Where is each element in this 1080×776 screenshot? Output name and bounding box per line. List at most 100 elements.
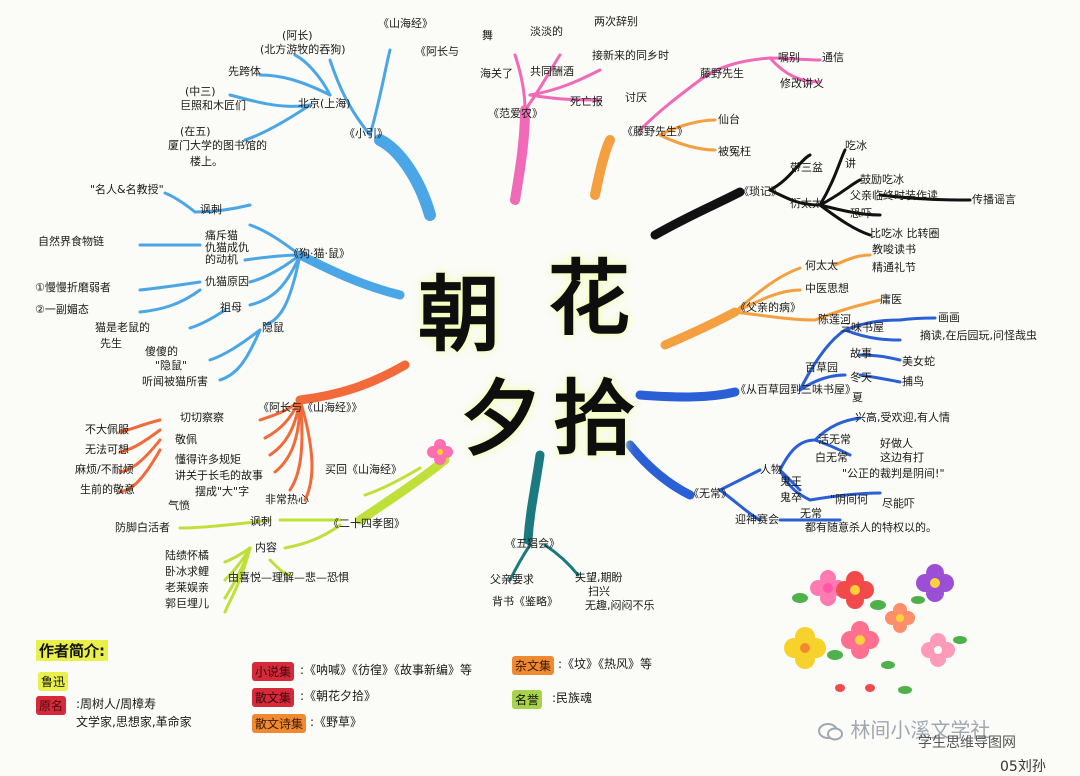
node-text: 傻傻的: [145, 345, 178, 358]
node-text: 痛斥猫: [205, 229, 238, 242]
node-text: 《山海经》: [378, 17, 433, 30]
node-text: 白无常: [815, 451, 848, 464]
prose-poem-tag: 散文诗集: [252, 714, 307, 733]
node-text: 陆绩怀橘: [165, 549, 209, 562]
node-text: 两次辞别: [594, 15, 638, 28]
prose-val: :《朝花夕拾》: [300, 689, 377, 703]
node-text: 背书《鉴略》: [492, 595, 558, 608]
branch-xiaoyin: [374, 134, 436, 221]
flower-decorations: [427, 439, 967, 694]
node-text: 懂得许多规矩: [175, 453, 241, 466]
author-name-tag: 鲁迅: [38, 672, 69, 691]
node-text: 切切察察: [180, 411, 224, 424]
node-text: "阴间何: [830, 493, 869, 506]
node-text: "名人&名教授": [90, 183, 164, 196]
node-text: 讽刺: [200, 203, 222, 216]
node-text: 鼓励吃冰: [860, 173, 904, 186]
node-text: 尽能吓: [882, 497, 915, 510]
novel-tag: 小说集: [252, 662, 295, 681]
node-text: 祖母: [220, 301, 242, 314]
node-text: 《藤野先生》: [622, 125, 688, 138]
node-text: 都有随意杀人的特权以的。: [805, 521, 937, 534]
node-text: 鬼卒: [780, 491, 802, 504]
author-orig-tag: 原名: [36, 696, 67, 715]
branch-gou: [295, 250, 405, 300]
node-text: 衍太太: [790, 197, 823, 210]
branch-ershisi: [355, 455, 450, 525]
node-text: 的动机: [205, 253, 238, 266]
node-text: 《五猖会》: [505, 537, 560, 550]
node-text: 《阿长与《山海经》》: [258, 401, 363, 414]
node-text: 比吃冰 比转圈: [870, 227, 940, 240]
node-text: 非常热心: [265, 493, 309, 506]
node-text: 人物: [760, 463, 782, 476]
node-text: 吃冰: [845, 139, 867, 152]
author-heading: 作者简介:: [36, 640, 108, 661]
node-text: 藤野先生: [700, 67, 744, 80]
node-text: 修改讲义: [780, 77, 824, 90]
node-text: 《从百草园到三味书屋》: [735, 383, 856, 396]
node-text: 三味书屋: [840, 321, 884, 334]
node-text: 买回《山海经》: [325, 463, 402, 476]
node-text: 庸医: [880, 293, 902, 306]
node-text: 失望,期盼: [575, 571, 623, 584]
node-text: 何太太: [805, 259, 838, 272]
node-text: 兴高,受欢迎,有人情: [855, 411, 950, 424]
node-text: 嘱别: [778, 51, 800, 64]
node-text: 扫兴: [588, 585, 610, 598]
node-text: 无趣,闷闷不乐: [585, 599, 655, 612]
node-text: 仇猫成仇: [205, 241, 249, 254]
node-text: 夏: [852, 391, 863, 404]
node-text: 仙台: [718, 113, 740, 126]
node-text: 摘读,在后园玩,问怪哉虫: [920, 329, 1037, 342]
node-text: 传播谣言: [972, 193, 1016, 206]
node-text: 这边有打: [880, 451, 924, 464]
node-text: 北京(上海): [298, 97, 351, 110]
watermark-main: 林间小溪文学社: [818, 714, 990, 743]
node-text: 海关了: [480, 67, 513, 80]
node-text: 郭巨埋儿: [165, 597, 209, 610]
node-text: 好做人: [880, 437, 913, 450]
node-text: 敬佩: [175, 433, 197, 446]
prose-tag: 散文集: [252, 688, 295, 707]
node-text: 卧冰求鲤: [165, 565, 209, 578]
node-text: 楼上。: [190, 155, 223, 168]
node-text: 防脚白活者: [115, 521, 170, 534]
node-text: 《阿长与: [415, 45, 459, 58]
honor-val: :民族魂: [552, 691, 593, 705]
branch-wuchang: [625, 440, 695, 500]
node-text: ①慢慢折磨弱者: [35, 281, 111, 294]
title-char-2: 花: [548, 251, 631, 347]
node-text: 带三盆: [790, 161, 823, 174]
node-text: 隐鼠: [262, 321, 284, 334]
node-text: (在五): [180, 125, 211, 138]
node-text: 恐吓: [850, 207, 872, 220]
node-text: 活无常: [818, 433, 851, 446]
node-text: 百草园: [805, 361, 838, 374]
branch-fanainong: [510, 105, 530, 205]
node-text: 先生: [100, 337, 122, 350]
node-text: 讨厌: [625, 91, 647, 104]
node-text: 精通礼节: [872, 261, 916, 274]
node-text: 麻烦/不耐烦: [75, 463, 134, 476]
node-text: 讽刺: [250, 515, 272, 528]
author-roles: 文学家,思想家,革命家: [76, 715, 192, 729]
node-text: 接新来的同乡时: [592, 49, 669, 62]
node-text: 讲: [845, 157, 856, 170]
node-text: 《范爱农》: [488, 107, 543, 120]
title-char-3: 夕: [460, 371, 543, 467]
node-text: 鬼王: [780, 475, 802, 488]
node-text: 生前的敬意: [80, 483, 135, 496]
node-text: ②一副媚态: [35, 303, 89, 316]
node-text: 迎神赛会: [735, 513, 779, 526]
node-text: 无法可想: [85, 443, 129, 456]
author-orig-val: :周树人/周樟寿: [76, 697, 157, 711]
branch-suoji: [650, 187, 745, 240]
node-text: 老莱娱亲: [165, 581, 209, 594]
essay-val: :《坟》《热风》等: [558, 657, 653, 671]
node-text: 猫是老鼠的: [95, 321, 150, 334]
node-text: 画画: [938, 311, 960, 324]
node-text: 淡淡的: [530, 25, 563, 38]
node-text: 陈莲河: [818, 313, 851, 326]
